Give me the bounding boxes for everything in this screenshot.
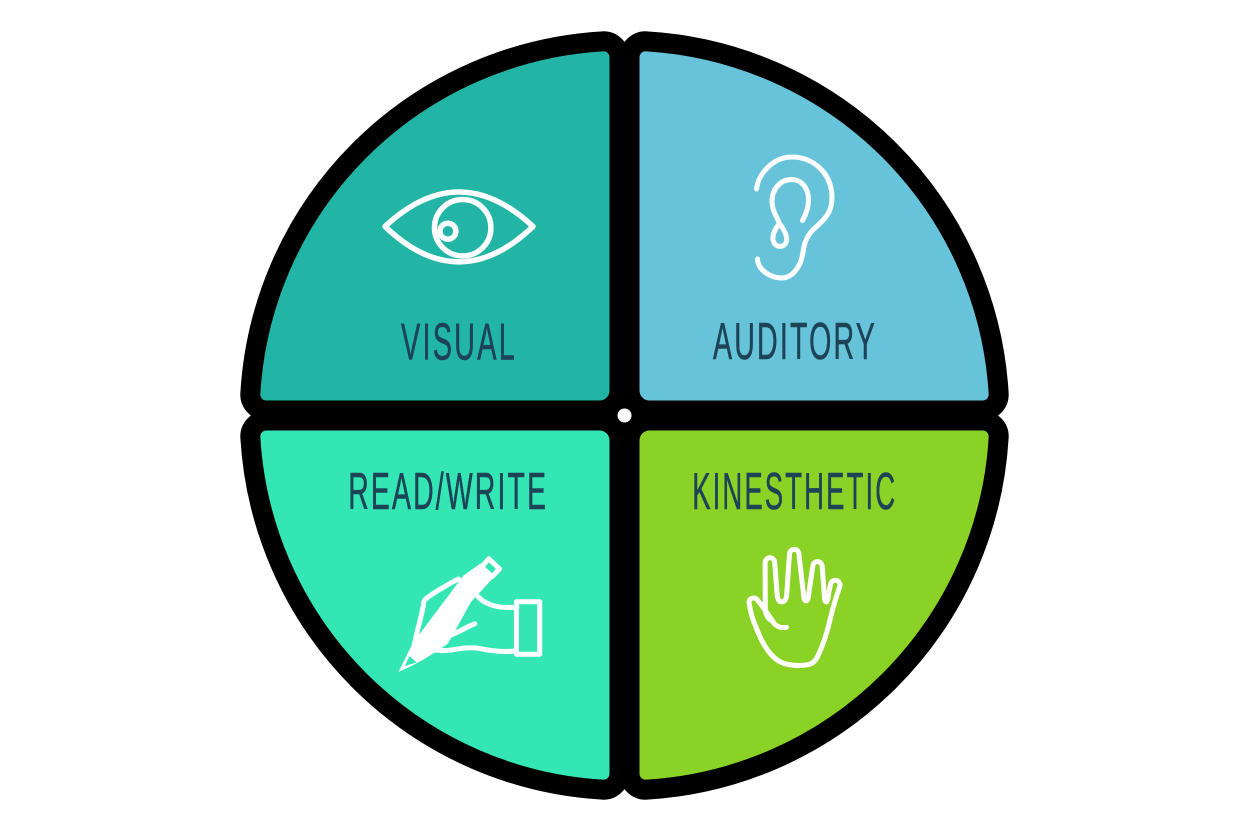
svg-text:AUDITORY: AUDITORY — [713, 313, 877, 371]
svg-text:KINESTHETIC: KINESTHETIC — [692, 463, 897, 521]
svg-text:READ/WRITE: READ/WRITE — [348, 463, 548, 521]
svg-text:VISUAL: VISUAL — [401, 314, 517, 372]
